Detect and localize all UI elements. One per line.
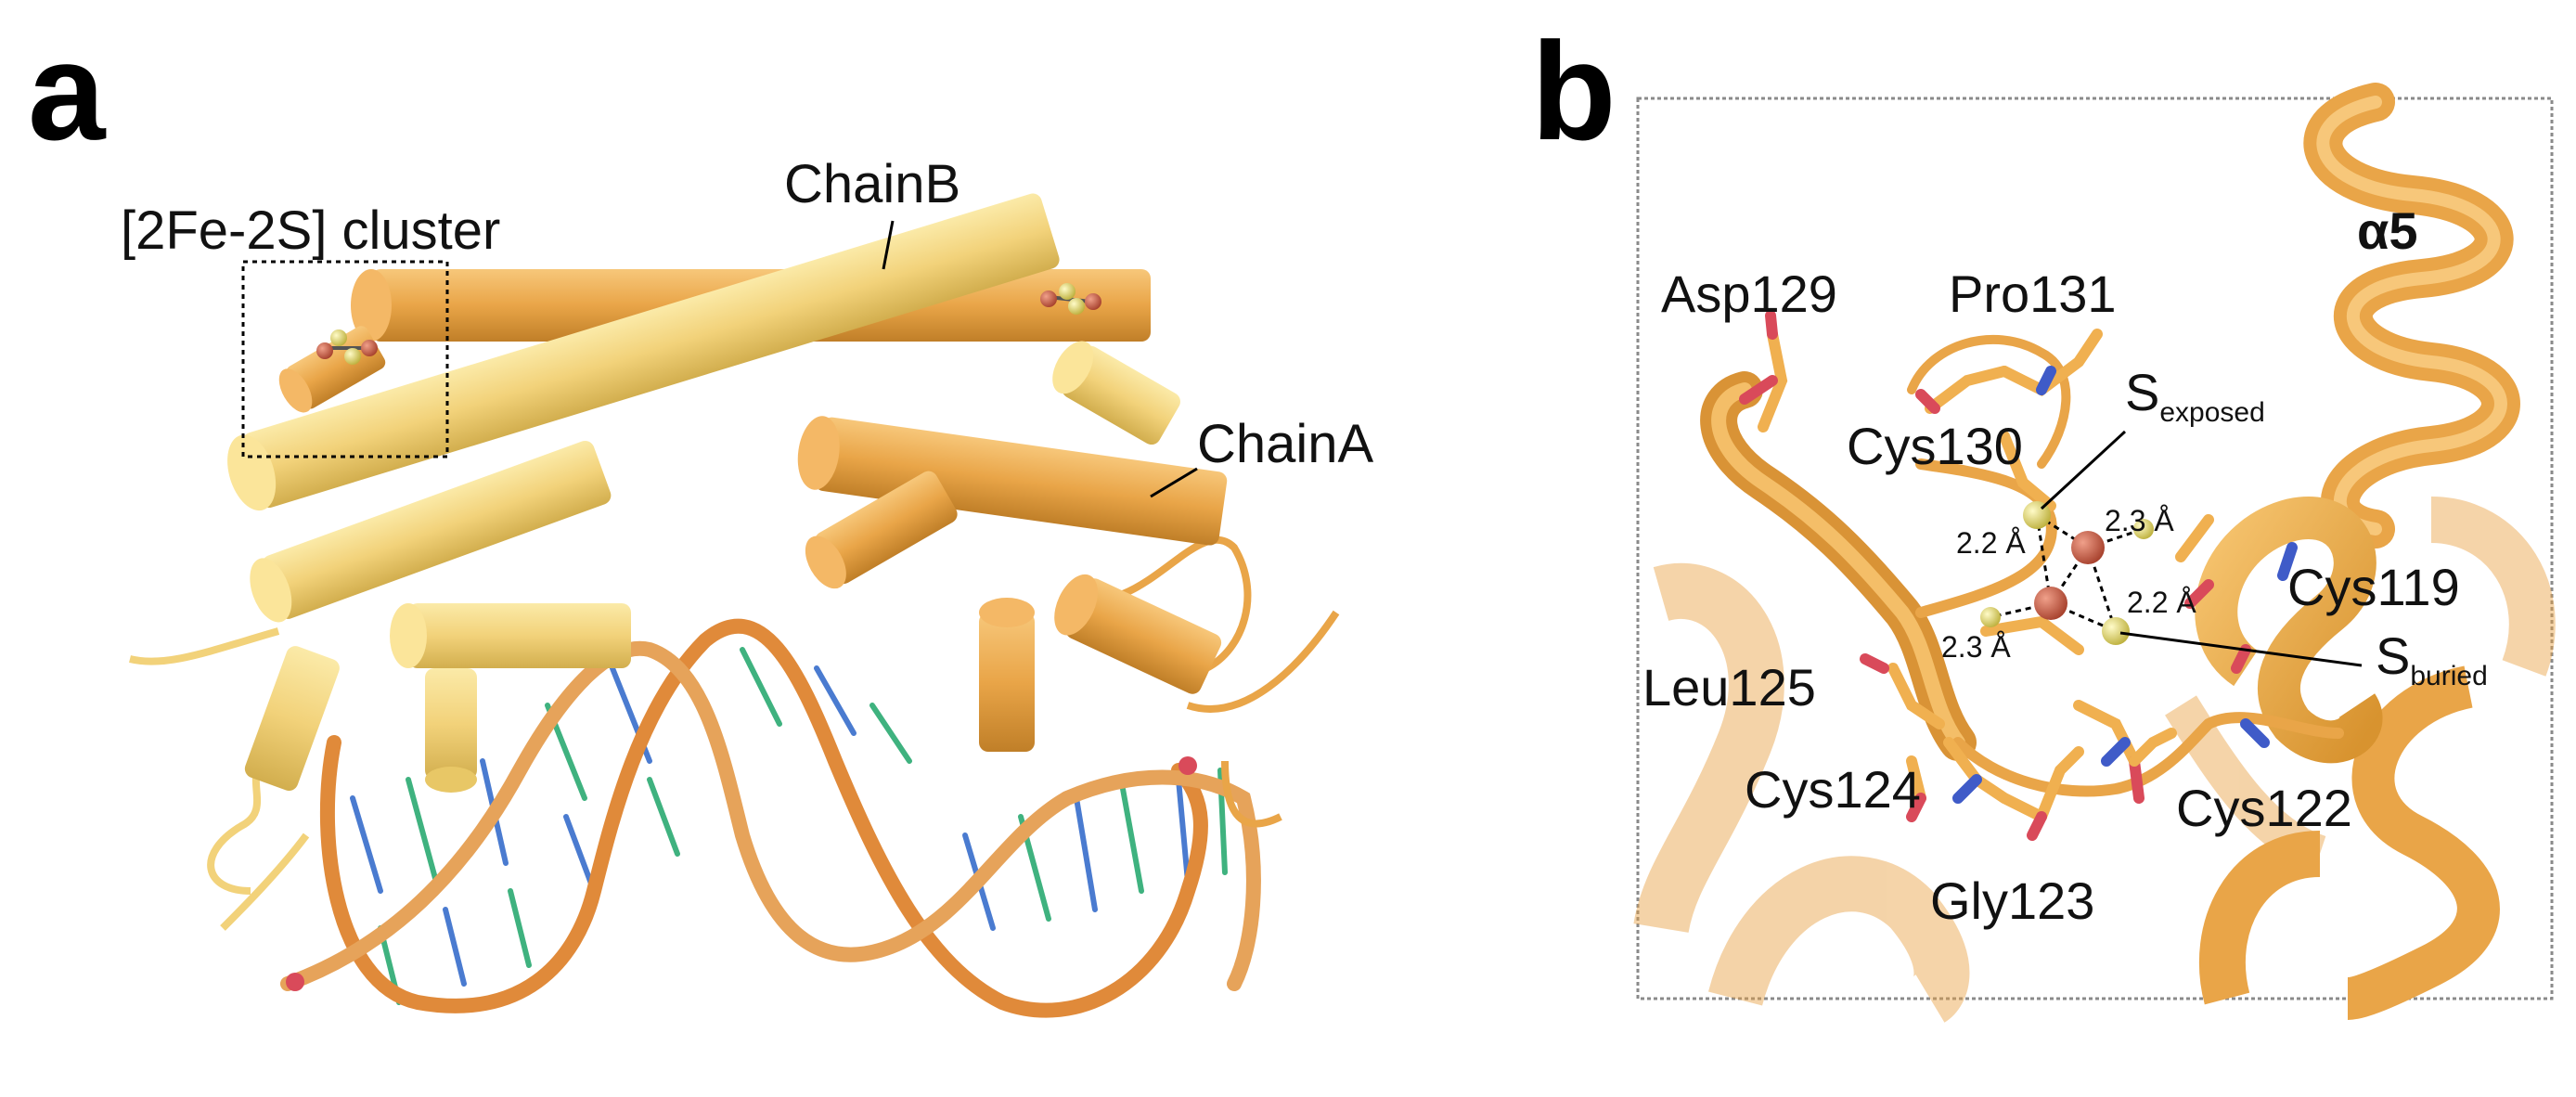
chain-a-fes-cluster <box>1040 283 1101 315</box>
leu125-label: Leu125 <box>1642 658 1816 716</box>
cys122-label: Cys122 <box>2176 779 2352 837</box>
helix-lower-right <box>2198 665 2500 1020</box>
dna-terminal-oxygen <box>1179 756 1197 775</box>
distance-label: 2.2 Å <box>1956 526 2026 560</box>
helix-alpha5-label: α5 <box>2357 201 2418 260</box>
panel-b: b <box>1531 13 2556 1023</box>
chain-a-label: ChainA <box>1197 414 1374 474</box>
chain-b-helix-3 <box>390 603 631 668</box>
chain-b-leader <box>882 220 895 270</box>
chain-a-helix-2 <box>805 471 958 589</box>
cys130-label: Cys130 <box>1847 417 2023 475</box>
cys124-label: Cys124 <box>1745 760 1921 819</box>
chain-a-leader <box>1150 467 1198 498</box>
chain-b-helix-2 <box>250 440 612 623</box>
iron-atom <box>2071 531 2105 564</box>
panel-a-letter: a <box>28 13 107 169</box>
s-exposed-leader <box>2040 430 2127 510</box>
gly123-label: Gly123 <box>1930 871 2094 930</box>
chain-b-label: ChainB <box>784 154 960 214</box>
s-exposed-label: Sexposed <box>2125 363 2265 428</box>
distance-label: 2.3 Å <box>1941 630 2011 664</box>
side-chains <box>1739 310 2298 841</box>
chain-b-helix-4 <box>244 646 340 792</box>
pro131-label: Pro131 <box>1949 265 2117 323</box>
chain-a <box>351 269 1340 828</box>
chain-a-helix-3 <box>1054 574 1222 694</box>
dna-terminal-oxygen <box>286 973 304 991</box>
panel-b-letter: b <box>1531 13 1616 169</box>
dna-helix <box>280 618 1261 1018</box>
asp129-label: Asp129 <box>1661 265 1837 323</box>
chain-b-fes-cluster <box>316 329 378 365</box>
s-buried-leader <box>2119 631 2363 667</box>
chain-a-helix-4 <box>979 598 1035 752</box>
helix-alpha5 <box>2303 83 2520 548</box>
sulfur-buried-atom <box>2102 617 2130 645</box>
chain-a-helix-5 <box>1052 341 1180 445</box>
fes-cluster-atoms <box>1980 501 2154 645</box>
chain-b-helix-5 <box>425 668 477 793</box>
dna-backbone-strand-2 <box>280 640 1261 991</box>
chain-a-loop <box>1121 536 1340 828</box>
s-buried-label: Sburied <box>2376 626 2488 691</box>
panel-a: a <box>28 13 1374 1018</box>
ribbon-cys119 <box>2195 497 2383 764</box>
chain-a-helix-main <box>797 416 1228 546</box>
dna-backbone-strand-1 <box>319 618 1208 1018</box>
sulfur-atom <box>1980 607 2001 627</box>
cluster-label: [2Fe-2S] cluster <box>121 200 500 261</box>
sulfur-atom <box>2133 519 2154 539</box>
zoom-structure <box>1633 83 2556 1023</box>
iron-atom <box>2034 587 2067 620</box>
cluster-loop-backbone <box>1700 335 2344 797</box>
distance-label: 2.3 Å <box>2105 504 2174 537</box>
distance-label: 2.2 Å <box>2127 586 2196 619</box>
cys119-label: Cys119 <box>2287 558 2460 616</box>
cluster-highlight-box <box>241 260 449 458</box>
